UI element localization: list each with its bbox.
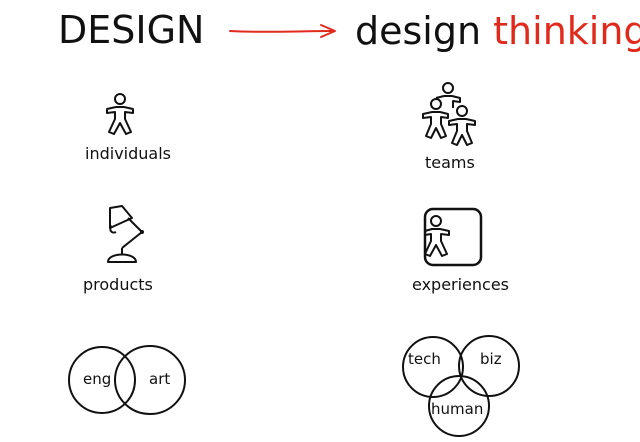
label-individuals: individuals [85,144,171,163]
title-design-thinking: design thinking [355,12,640,50]
title-design-word: design [355,9,482,53]
arrow-right-icon [229,24,336,38]
venn-label-biz: biz [480,350,502,368]
venn-three-circle-diagram [402,335,520,437]
venn-two-circle-diagram [68,345,186,415]
venn-label-tech: tech [408,350,441,368]
label-experiences: experiences [412,275,510,294]
title-thinking-word: thinking [493,9,640,53]
team-icon [422,82,476,146]
label-products: products [83,275,153,294]
title-design: DESIGN [58,8,205,52]
venn-label-eng: eng [83,370,112,388]
venn-label-human: human [431,400,484,418]
venn-label-art: art [149,370,171,388]
desk-lamp-icon [107,205,144,263]
person-icon [106,93,134,135]
label-teams: teams [425,153,475,172]
framed-person-icon [423,207,483,267]
